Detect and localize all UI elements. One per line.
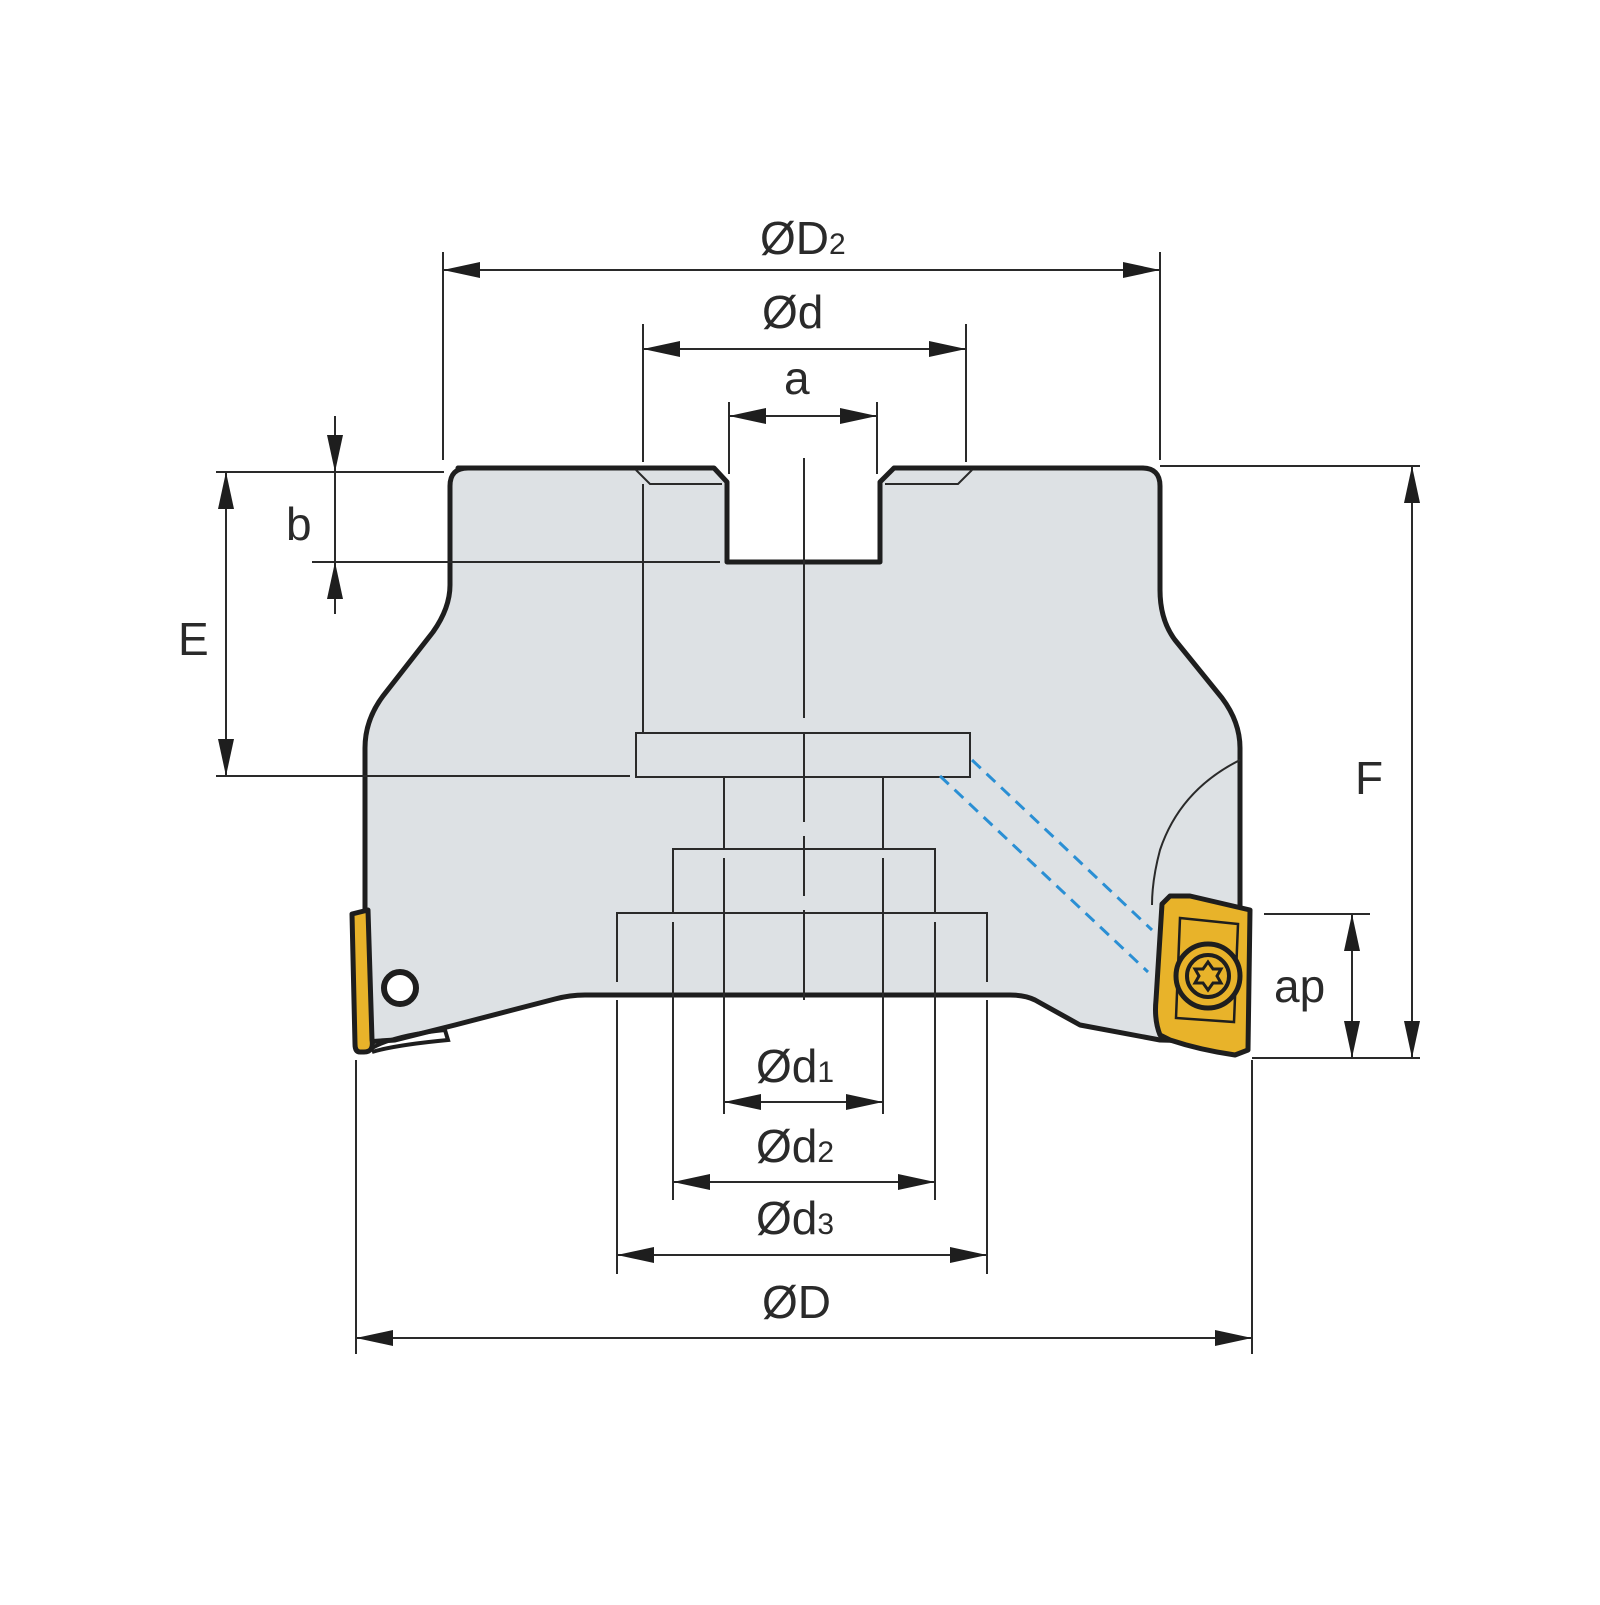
label-d2: ØD2 (760, 212, 846, 264)
coolant-hole-icon (381, 969, 419, 1007)
arrow-b-top (327, 435, 343, 472)
label-d1: Ød1 (756, 1040, 834, 1092)
left-insert-edge (371, 1027, 451, 1054)
label-e: E (178, 613, 209, 665)
label-b: b (286, 498, 312, 550)
arrow-d1-left (724, 1094, 761, 1110)
coolant-channel-lower (938, 774, 1150, 974)
coolant-channel-upper (970, 758, 1154, 932)
chip-pocket (1151, 759, 1241, 906)
arrow-d3-right (950, 1247, 987, 1263)
bore-d3-step (616, 912, 988, 982)
arrow-dd-left (356, 1330, 393, 1346)
arrow-f-top (1404, 466, 1420, 503)
arrow-ap-top (1344, 914, 1360, 951)
arrow-dd-right (1215, 1330, 1252, 1346)
arrow-a-right (840, 408, 877, 424)
label-ap: ap (1274, 960, 1325, 1012)
label-a: a (784, 352, 810, 404)
cutter-body (362, 465, 1243, 1045)
arrow-a-left (729, 408, 766, 424)
label-d2-bore: Ød2 (756, 1120, 834, 1172)
arrow-f-bottom (1404, 1021, 1420, 1058)
arrow-d2-bore-left (673, 1174, 710, 1190)
arrow-d3-left (617, 1247, 654, 1263)
arrow-d-left (643, 341, 680, 357)
arrow-d2-left (443, 262, 480, 278)
arrow-d-right (929, 341, 966, 357)
torx-screw-icon (1173, 941, 1243, 1011)
arrow-b-bottom (327, 562, 343, 599)
arrow-d1-right (846, 1094, 883, 1110)
arrow-e-top (218, 472, 234, 509)
arrow-ap-bottom (1344, 1021, 1360, 1058)
arrow-d2-right (1123, 262, 1160, 278)
arrow-d2-bore-right (898, 1174, 935, 1190)
chamfer-right (885, 469, 973, 485)
label-d3: Ød3 (756, 1192, 834, 1244)
chamfer-left (635, 469, 722, 485)
arrow-e-bottom (218, 739, 234, 776)
label-d: Ød (762, 286, 823, 338)
left-insert (349, 907, 375, 1055)
label-dd: ØD (762, 1276, 831, 1328)
label-f: F (1355, 752, 1383, 804)
